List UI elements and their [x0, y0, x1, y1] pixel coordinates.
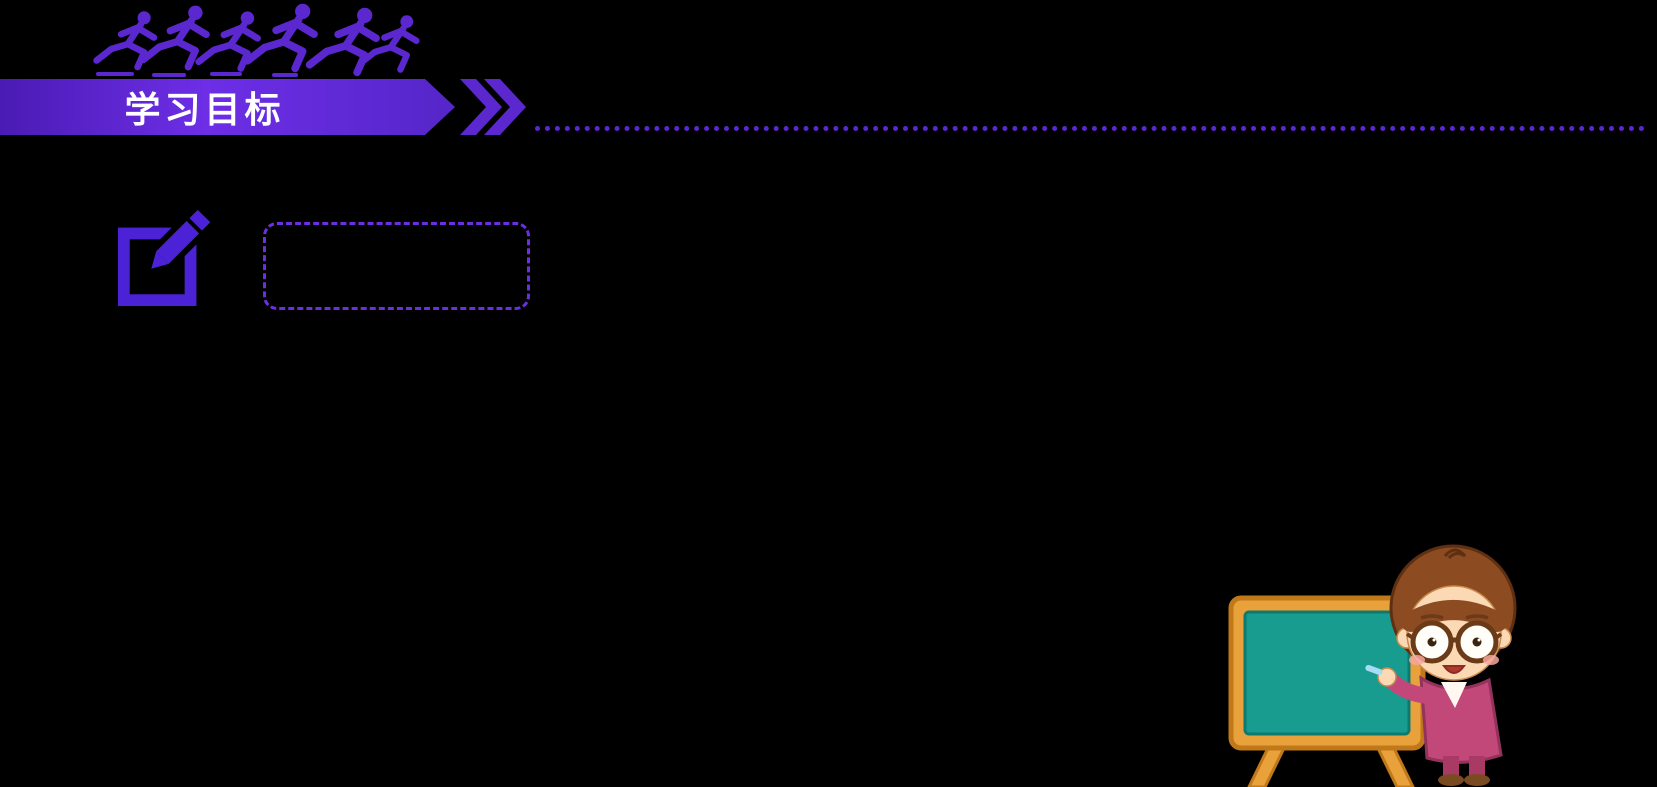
- runners-clipart-icon: [88, 0, 423, 77]
- motion-lines: [96, 72, 298, 77]
- kid-leg: [1469, 756, 1485, 778]
- mouth: [1442, 665, 1466, 674]
- dotted-divider: [535, 126, 1645, 131]
- kid-at-chalkboard-illustration: [1228, 544, 1517, 787]
- pencil-edit-box-icon: [117, 206, 218, 307]
- kid-leg: [1443, 756, 1459, 778]
- double-chevron-right-icon: [460, 79, 526, 135]
- kid-collar: [1441, 682, 1467, 708]
- chalkboard: [1228, 595, 1426, 751]
- kid-shoe: [1464, 774, 1490, 786]
- content-placeholder-box: [263, 222, 530, 310]
- pencil-box-outline: [117, 227, 197, 307]
- header-banner: 学习目标: [0, 79, 455, 135]
- kid-character: [1365, 544, 1517, 786]
- hair-swirl: [1443, 548, 1467, 560]
- chalk: [1365, 664, 1383, 676]
- kid-shoe: [1438, 774, 1464, 786]
- kid-head: [1389, 544, 1517, 681]
- pencil-glyph: [136, 206, 218, 284]
- page-title: 学习目标: [124, 89, 285, 130]
